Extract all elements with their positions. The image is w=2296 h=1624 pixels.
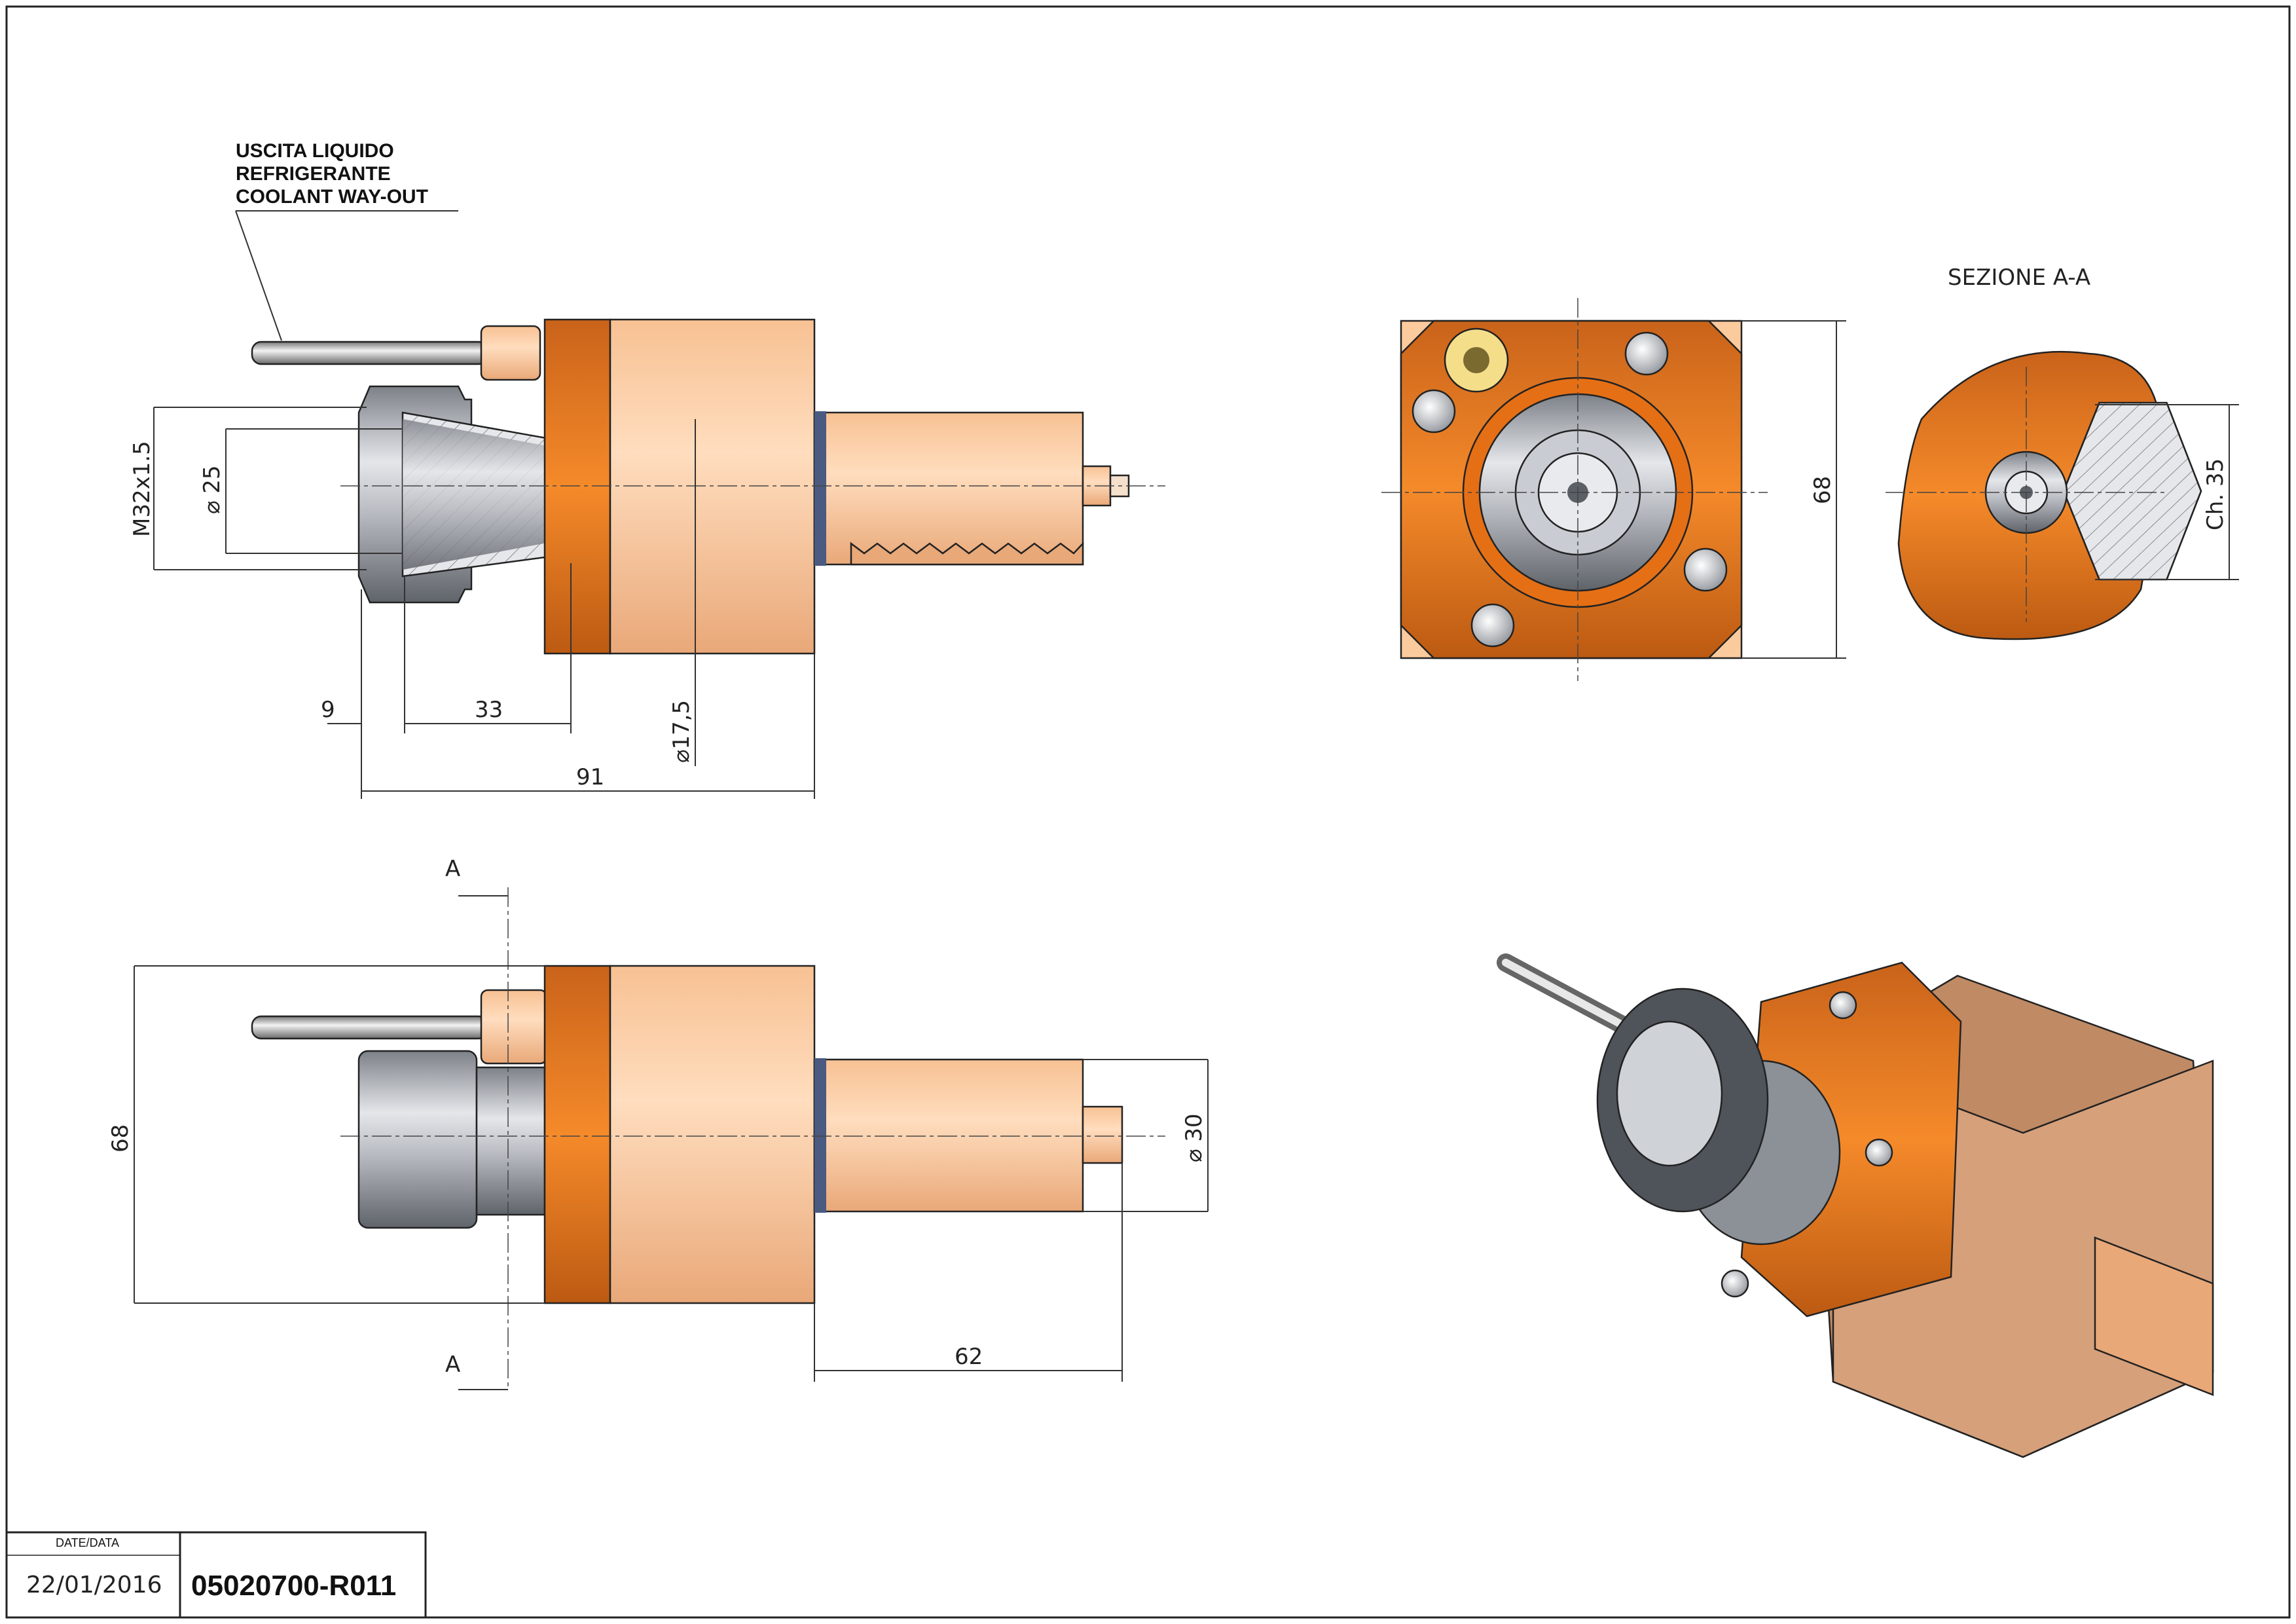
rack-teeth bbox=[850, 541, 1084, 566]
screw-icon bbox=[1721, 1269, 1749, 1298]
dim-9: 9 bbox=[321, 697, 335, 723]
sheet-border bbox=[5, 5, 2291, 1619]
screw-icon bbox=[1865, 1138, 1893, 1167]
body-side bbox=[609, 965, 816, 1304]
coolant-note-line3: COOLANT WAY-OUT bbox=[236, 186, 428, 208]
collet bbox=[403, 419, 570, 570]
dim-68-front: 68 bbox=[1810, 476, 1836, 504]
coolant-pipe-side bbox=[251, 1015, 489, 1040]
dim-62: 62 bbox=[955, 1344, 983, 1370]
collet-nut-side bbox=[357, 1050, 478, 1229]
section-marker-top: A bbox=[445, 856, 460, 882]
iso-collet bbox=[1616, 1020, 1723, 1167]
drive-spigot-side bbox=[1082, 1105, 1123, 1164]
shank-side bbox=[813, 1058, 1084, 1213]
dim-thread: M32x1.5 bbox=[129, 441, 155, 537]
coolant-fitting bbox=[480, 325, 541, 381]
front-view bbox=[1381, 298, 1846, 681]
screw-icon bbox=[1829, 991, 1857, 1020]
flange-side bbox=[543, 965, 611, 1304]
screw-icon bbox=[1683, 547, 1728, 592]
screw-icon bbox=[1412, 389, 1456, 434]
dim-17-5: ⌀17,5 bbox=[668, 700, 695, 763]
seal-ring-side bbox=[814, 1058, 826, 1213]
dim-33: 33 bbox=[475, 697, 503, 723]
section-a-a bbox=[1886, 350, 2239, 640]
dim-bore: ⌀ 25 bbox=[199, 465, 225, 514]
dim-30: ⌀ 30 bbox=[1181, 1113, 1207, 1162]
shank bbox=[813, 411, 1084, 566]
date-value: 22/01/2016 bbox=[26, 1572, 162, 1598]
iso-shank bbox=[2094, 1236, 2214, 1396]
coolant-note-line1: USCITA LIQUIDO bbox=[236, 140, 394, 162]
section-marker-bottom: A bbox=[445, 1352, 460, 1378]
leader-arrow-line bbox=[235, 210, 282, 341]
dim-91: 91 bbox=[576, 764, 604, 790]
coolant-fitting-side bbox=[480, 989, 548, 1065]
body bbox=[609, 318, 816, 655]
side-view bbox=[134, 887, 1209, 1390]
dim-chamfer: Ch. 35 bbox=[2202, 458, 2229, 530]
screw-icon bbox=[1470, 603, 1515, 648]
date-label: DATE/DATA bbox=[56, 1536, 119, 1549]
coolant-note-line2: REFRIGERANTE bbox=[236, 163, 391, 185]
side-section-view bbox=[153, 210, 1165, 799]
collet-holder-side bbox=[475, 1066, 546, 1216]
title-block-frame bbox=[5, 1531, 427, 1619]
dim-68-side: 68 bbox=[107, 1124, 134, 1153]
screw-icon bbox=[1624, 331, 1669, 376]
isometric-view bbox=[1497, 953, 2214, 1458]
title-block bbox=[5, 1531, 427, 1619]
seal-ring bbox=[814, 411, 826, 566]
coolant-hole bbox=[1463, 347, 1489, 373]
section-title: SEZIONE A-A bbox=[1948, 265, 2090, 291]
drawing-code: 05020700-R011 bbox=[191, 1570, 396, 1602]
flange bbox=[543, 318, 611, 655]
coolant-pipe bbox=[251, 341, 489, 365]
